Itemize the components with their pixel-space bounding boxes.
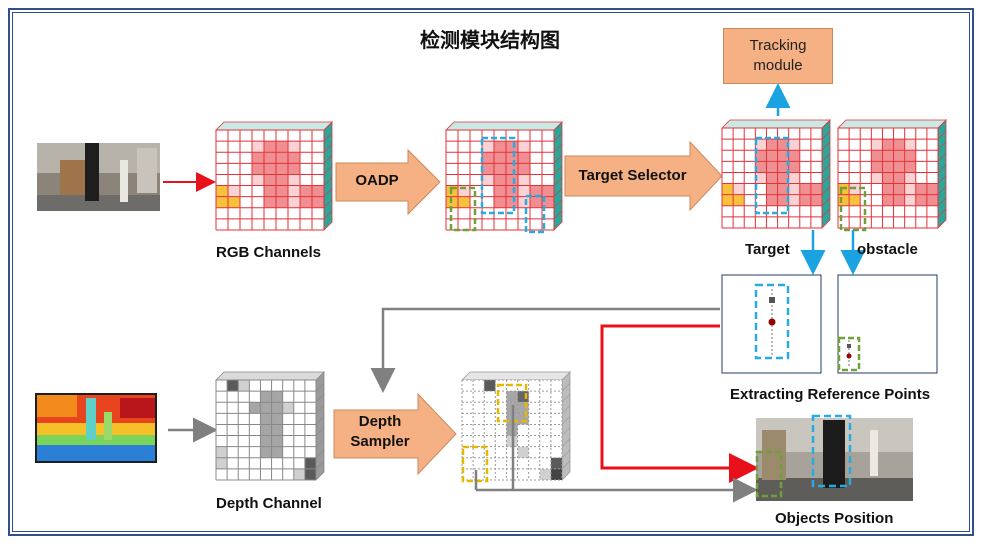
obstacle-label: obstacle	[857, 241, 918, 258]
outer-frame	[8, 8, 974, 536]
target-label: Target	[745, 241, 790, 258]
inner-frame	[12, 12, 970, 532]
depth-input-image	[35, 393, 157, 463]
reference-panel-target	[721, 274, 822, 374]
depth-channel-label: Depth Channel	[216, 495, 322, 512]
tracking-module-box: Tracking module	[723, 28, 833, 84]
tracking-line-2: module	[753, 57, 803, 74]
reference-to-position-line	[600, 324, 759, 483]
rgb-channels-label: RGB Channels	[216, 244, 322, 261]
objects-position-image	[755, 414, 913, 501]
depth-grid-cube	[215, 371, 325, 481]
rgb-input-image	[37, 143, 160, 211]
reference-feedback-line	[370, 307, 720, 393]
objects-position-label: Objects Position	[775, 510, 894, 527]
depth-sampler-text-1: Depth	[358, 413, 402, 430]
oadp-text: OADP	[355, 172, 399, 189]
depth-sampler-arrow	[333, 392, 457, 476]
target-selector-text: Target Selector	[578, 167, 687, 184]
extracting-label: Extracting Reference Points	[730, 386, 931, 403]
tracking-line-1: Tracking	[749, 37, 807, 54]
oadp-grid-cube	[445, 121, 563, 234]
target-grid-cube	[721, 119, 831, 229]
obstacle-grid-cube	[837, 119, 947, 232]
depth-sampler-text-2: Sampler	[350, 433, 410, 450]
target-selector-arrow	[564, 140, 723, 212]
rgb-grid-cube	[215, 121, 333, 231]
diagram-title: 检测模块结构图	[420, 30, 560, 52]
sampled-depth-cube	[461, 371, 571, 483]
reference-panel-obstacle	[837, 274, 938, 374]
oadp-arrow	[335, 148, 441, 216]
